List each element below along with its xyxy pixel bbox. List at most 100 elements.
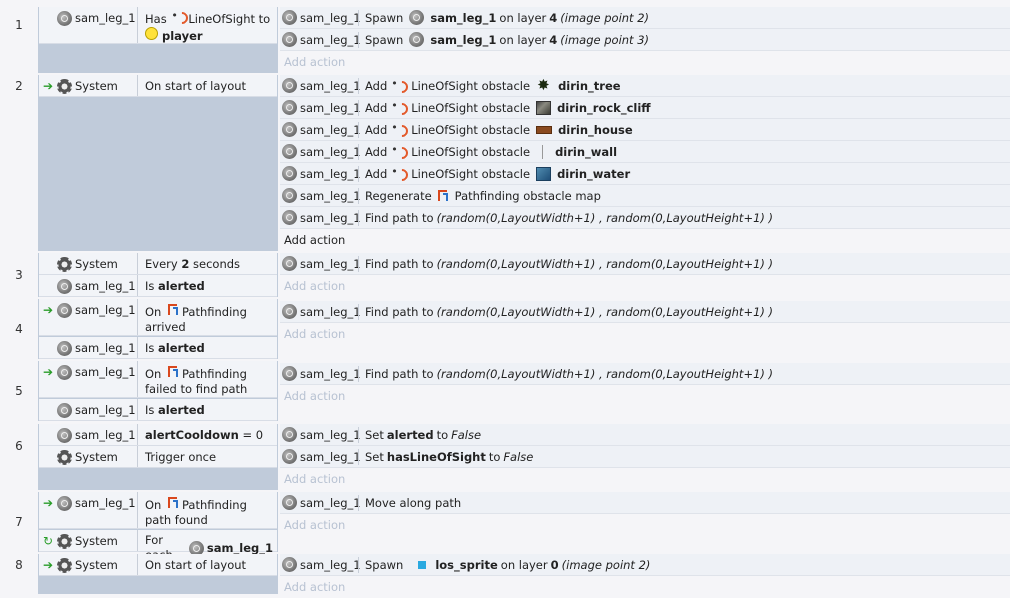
condition-object[interactable]: sam_leg_1 bbox=[57, 7, 137, 43]
add-action-link[interactable]: Add action bbox=[284, 580, 346, 594]
add-action-link[interactable]: Add action bbox=[284, 233, 346, 247]
condition-object[interactable]: sam_leg_1 bbox=[57, 399, 137, 420]
condition-text[interactable]: Every 2 seconds bbox=[145, 257, 241, 271]
condition-text[interactable]: Is alerted bbox=[145, 403, 205, 417]
condition-object[interactable]: sam_leg_1 bbox=[57, 424, 137, 445]
action-object[interactable]: sam_leg_1 bbox=[282, 301, 361, 322]
action-object[interactable]: sam_leg_1 bbox=[282, 207, 361, 228]
condition-object[interactable]: System bbox=[57, 446, 137, 467]
condition-row[interactable]: sam_leg_1 Is alerted bbox=[39, 337, 277, 359]
condition-row[interactable]: System Trigger once bbox=[39, 446, 277, 468]
event-8[interactable]: 8 ➔System On start of layout sam_leg_1 S… bbox=[0, 554, 1010, 594]
action-text[interactable]: Move along path bbox=[365, 495, 462, 510]
event-6[interactable]: 6 sam_leg_1 alertCooldown = 0 System Tri… bbox=[0, 424, 1010, 490]
condition-object[interactable]: System bbox=[57, 253, 137, 274]
action-object[interactable]: sam_leg_1 bbox=[282, 163, 361, 184]
condition-row[interactable]: sam_leg_1 alertCooldown = 0 bbox=[39, 424, 277, 446]
condition-text[interactable]: Trigger once bbox=[145, 450, 217, 464]
condition-text[interactable]: Is alerted bbox=[145, 341, 205, 355]
action-text[interactable]: Find path to(random(0,LayoutWidth+1) , r… bbox=[365, 210, 774, 225]
condition-object[interactable]: ➔sam_leg_1 bbox=[43, 303, 136, 318]
action-row[interactable]: sam_leg_1 Find path to(random(0,LayoutWi… bbox=[280, 301, 1010, 323]
condition-object[interactable]: ➔sam_leg_1 bbox=[43, 365, 136, 380]
action-object[interactable]: sam_leg_1 bbox=[282, 75, 361, 96]
action-row[interactable]: sam_leg_1 Find path to(random(0,LayoutWi… bbox=[280, 363, 1010, 385]
action-object[interactable]: sam_leg_1 bbox=[282, 424, 361, 445]
add-action-link[interactable]: Add action bbox=[284, 55, 346, 69]
add-action-link[interactable]: Add action bbox=[284, 327, 346, 341]
event-2[interactable]: 2 ➔System On start of layout sam_leg_1 A… bbox=[0, 75, 1010, 251]
condition-row[interactable]: ➔System On start of layout bbox=[39, 554, 277, 576]
action-row[interactable]: sam_leg_1 AddLineOfSight obstacledirin_t… bbox=[280, 75, 1010, 97]
action-object[interactable]: sam_leg_1 bbox=[282, 185, 361, 206]
action-row[interactable]: sam_leg_1 AddLineOfSight obstacledirin_w… bbox=[280, 141, 1010, 163]
condition-text[interactable]: Is alerted bbox=[145, 279, 205, 293]
add-action-link[interactable]: Add action bbox=[284, 279, 346, 293]
condition-object[interactable]: sam_leg_1 bbox=[57, 275, 137, 296]
condition-row[interactable]: ↻System For each sam_leg_1 bbox=[39, 530, 277, 562]
action-object[interactable]: sam_leg_1 bbox=[282, 97, 361, 118]
action-object[interactable]: sam_leg_1 bbox=[282, 119, 361, 140]
add-action-link[interactable]: Add action bbox=[284, 389, 346, 403]
add-action-link[interactable]: Add action bbox=[284, 518, 346, 532]
action-object[interactable]: sam_leg_1 bbox=[282, 29, 361, 50]
condition-object[interactable]: ➔sam_leg_1 bbox=[43, 496, 136, 511]
condition-object[interactable]: sam_leg_1 bbox=[57, 337, 137, 358]
action-object[interactable]: sam_leg_1 bbox=[282, 363, 361, 384]
condition-text[interactable]: On start of layout bbox=[145, 79, 247, 93]
event-3[interactable]: 3 System Every 2 seconds sam_leg_1 Is al… bbox=[0, 253, 1010, 297]
conditions-block[interactable]: ➔System On start of layout bbox=[38, 75, 278, 251]
action-text[interactable]: Find path to(random(0,LayoutWidth+1) , r… bbox=[365, 304, 774, 319]
action-row[interactable]: sam_leg_1 Move along path bbox=[280, 492, 1010, 514]
action-row[interactable]: sam_leg_1 Find path to(random(0,LayoutWi… bbox=[280, 253, 1010, 275]
action-object[interactable]: sam_leg_1 bbox=[282, 141, 361, 162]
condition-object[interactable]: ➔System bbox=[43, 558, 118, 573]
conditions-block[interactable]: sam_leg_1 alertCooldown = 0 System Trigg… bbox=[38, 424, 278, 490]
action-row[interactable]: sam_leg_1 AddLineOfSight obstacledirin_w… bbox=[280, 163, 1010, 185]
condition-row[interactable]: ➔System On start of layout bbox=[39, 75, 277, 97]
condition-object[interactable]: ➔System bbox=[43, 79, 118, 94]
action-text[interactable]: Find path to(random(0,LayoutWidth+1) , r… bbox=[365, 256, 774, 271]
action-text[interactable]: Find path to(random(0,LayoutWidth+1) , r… bbox=[365, 366, 774, 381]
condition-text[interactable]: alertCooldown = 0 bbox=[145, 428, 264, 442]
conditions-block[interactable]: ➔System On start of layout bbox=[38, 554, 278, 594]
action-object[interactable]: sam_leg_1 bbox=[282, 554, 361, 575]
action-object[interactable]: sam_leg_1 bbox=[282, 7, 361, 28]
action-row[interactable]: sam_leg_1 AddLineOfSight obstacledirin_h… bbox=[280, 119, 1010, 141]
condition-object[interactable]: ↻System bbox=[43, 534, 118, 549]
action-row[interactable]: sam_leg_1 AddLineOfSight obstacledirin_r… bbox=[280, 97, 1010, 119]
condition-row[interactable]: sam_leg_1 Is alerted bbox=[39, 275, 277, 297]
add-action-link[interactable]: Add action bbox=[284, 472, 346, 486]
condition-row[interactable]: System Every 2 seconds bbox=[39, 253, 277, 275]
condition-text[interactable]: On start of layout bbox=[145, 558, 247, 572]
